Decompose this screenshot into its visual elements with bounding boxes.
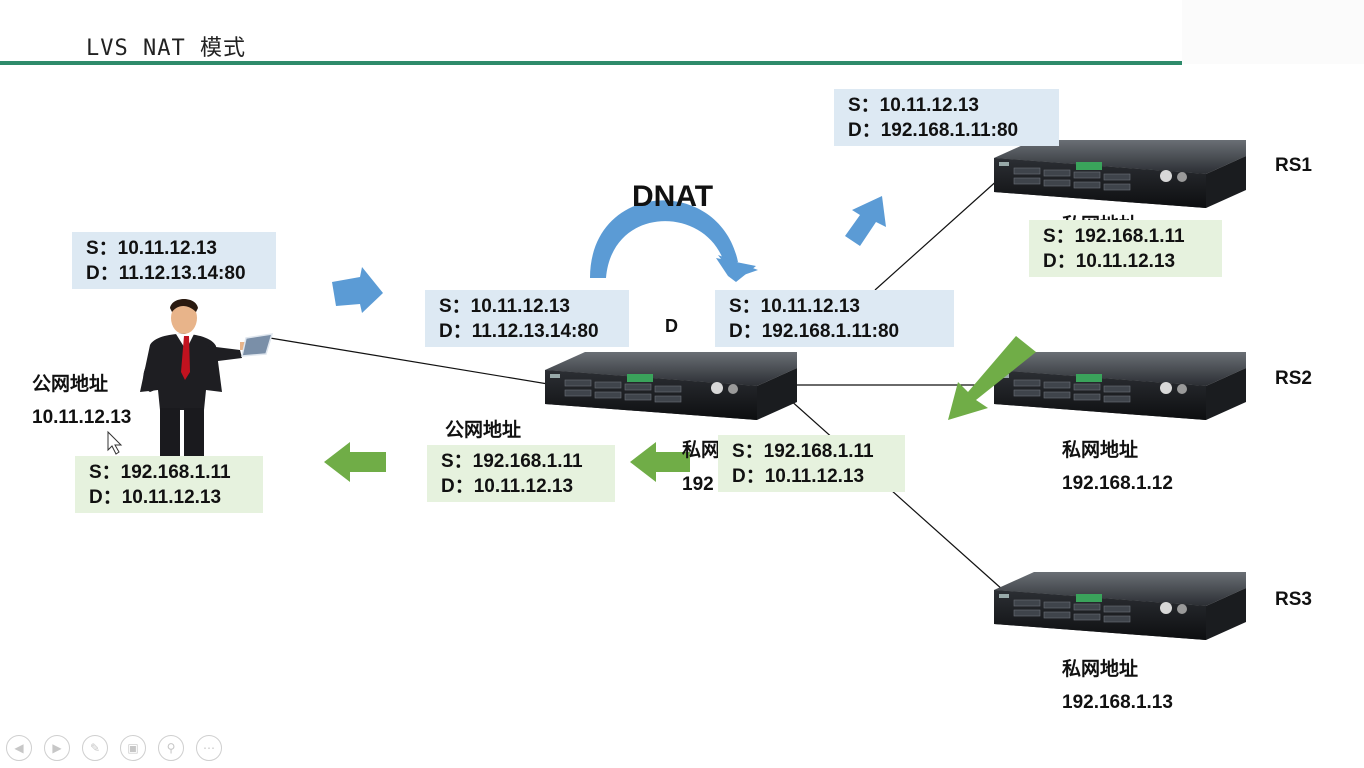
rs1-name: RS1 xyxy=(1275,155,1312,176)
rs2-addr-label: 私网地址 xyxy=(1062,439,1139,461)
rs2-server xyxy=(993,351,1247,421)
packet-source: S：192.168.1.11 xyxy=(441,451,583,472)
more-icon[interactable]: ⋯ xyxy=(196,735,222,761)
packet-client-reply: S：192.168.1.11 D：10.11.12.13 xyxy=(75,456,263,513)
rs3-server xyxy=(993,571,1247,641)
packet-rs1-reply: S：192.168.1.11 D：10.11.12.13 xyxy=(1029,220,1222,277)
packet-director-reply-out: S：192.168.1.11 D：10.11.12.13 xyxy=(427,445,615,502)
rs2-name: RS2 xyxy=(1275,368,1312,389)
packet-destination: D：10.11.12.13 xyxy=(732,466,865,487)
packet-source: S：192.168.1.11 xyxy=(732,441,874,462)
request-arrow-1 xyxy=(332,267,383,313)
packet-source: S：192.168.1.11 xyxy=(1043,226,1185,247)
director-server xyxy=(544,351,798,421)
client-director-link xyxy=(269,337,549,385)
dnat-curve-arrow xyxy=(590,200,758,282)
client-person xyxy=(140,299,274,456)
prev-icon[interactable]: ◀ xyxy=(6,735,32,761)
packet-director-out: S：10.11.12.13 D：192.168.1.11:80 xyxy=(715,290,954,347)
rs1-server xyxy=(993,139,1247,209)
rs3-name: RS3 xyxy=(1275,589,1312,610)
rs3-addr: 192.168.1.13 xyxy=(1062,692,1173,713)
director-label: D xyxy=(665,316,678,336)
packet-source: S：10.11.12.13 xyxy=(86,238,217,259)
packet-director-reply-in: S：192.168.1.11 D：10.11.12.13 xyxy=(718,435,905,492)
packet-rs1-in: S：10.11.12.13 D：192.168.1.11:80 xyxy=(834,89,1059,146)
packet-destination: D：10.11.12.13 xyxy=(89,487,222,508)
dnat-label: DNAT xyxy=(632,180,714,213)
packet-destination: D：10.11.12.13 xyxy=(1043,251,1176,272)
client-addr-label: 公网地址 xyxy=(32,373,109,395)
reply-arrow-3 xyxy=(324,442,386,482)
zoom-icon[interactable]: ⚲ xyxy=(158,735,184,761)
slide-title: LVS NAT 模式 xyxy=(86,36,246,61)
director-rs1-link xyxy=(874,177,1001,291)
packet-director-in: S：10.11.12.13 D：11.12.13.14:80 xyxy=(425,290,629,347)
packet-source: S：10.11.12.13 xyxy=(729,296,860,317)
packet-client-request: S：10.11.12.13 D：11.12.13.14:80 xyxy=(72,232,276,289)
packet-destination: D：10.11.12.13 xyxy=(441,476,574,497)
mouse-cursor xyxy=(107,430,123,455)
packet-destination: D：192.168.1.11:80 xyxy=(848,120,1019,141)
packet-source: S：10.11.12.13 xyxy=(439,296,570,317)
reply-arrow-1 xyxy=(948,336,1036,420)
director-private-addr: 192 xyxy=(682,474,714,495)
director-public-label: 公网地址 xyxy=(445,419,522,441)
header-corner xyxy=(1182,0,1364,64)
slides-icon[interactable]: ▣ xyxy=(120,735,146,761)
packet-destination: D：11.12.13.14:80 xyxy=(439,321,599,342)
pen-icon[interactable]: ✎ xyxy=(82,735,108,761)
next-icon[interactable]: ▶ xyxy=(44,735,70,761)
packet-destination: D：11.12.13.14:80 xyxy=(86,263,246,284)
title-rule xyxy=(0,61,1182,65)
packet-destination: D：192.168.1.11:80 xyxy=(729,321,900,342)
packet-source: S：192.168.1.11 xyxy=(89,462,231,483)
rs3-addr-label: 私网地址 xyxy=(1062,658,1139,680)
client-addr: 10.11.12.13 xyxy=(32,407,132,428)
rs2-addr: 192.168.1.12 xyxy=(1062,473,1173,494)
packet-source: S：10.11.12.13 xyxy=(848,95,979,116)
director-private-label: 私网 xyxy=(682,439,721,461)
rs1-addr-label: 私网地址 xyxy=(1062,210,1138,224)
request-arrow-2 xyxy=(845,196,886,246)
reply-arrow-2 xyxy=(630,442,690,482)
